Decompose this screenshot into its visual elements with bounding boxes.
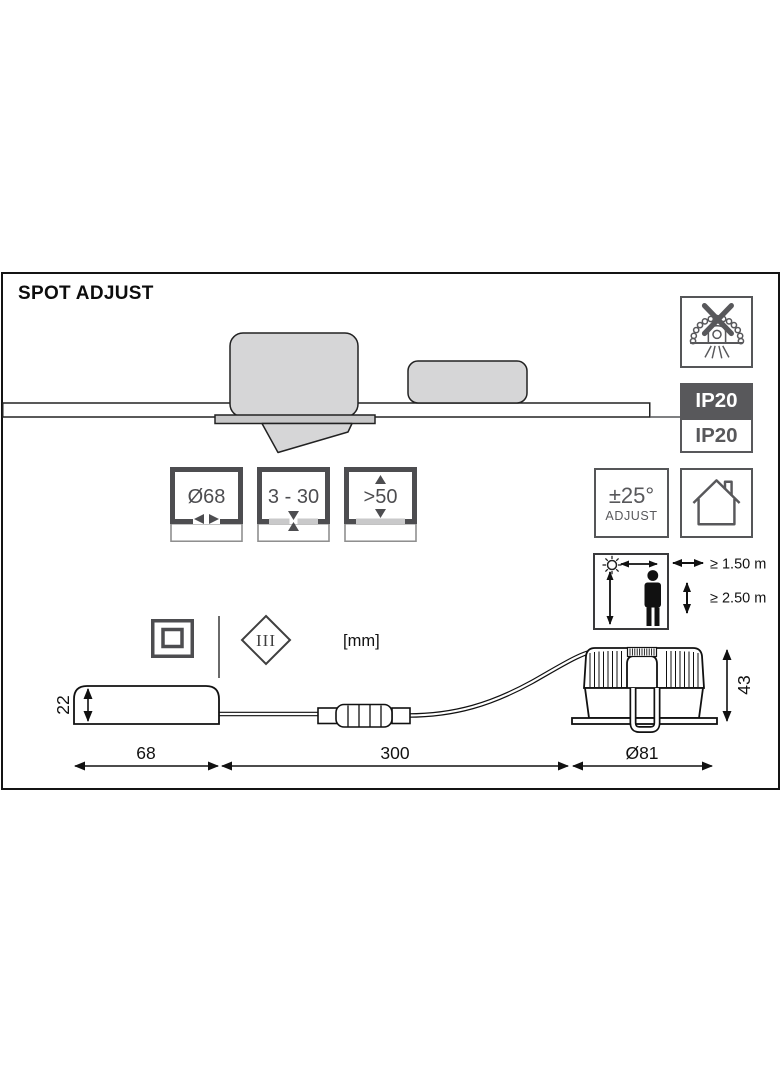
arrow-down-icon [288, 511, 299, 520]
recess-height-label: 43 [734, 675, 754, 694]
arrow-left-icon [194, 514, 204, 524]
ip-rating-bottom: IP20 [695, 423, 738, 447]
cable-length-label: 300 [380, 743, 409, 763]
trim-flange [571, 717, 718, 725]
ceiling-installation-drawing [2, 332, 680, 454]
indoor-use-box [680, 468, 753, 538]
sun-icon [602, 555, 622, 575]
arrow-up-icon [288, 522, 299, 531]
spot-diameter-label: Ø81 [625, 743, 658, 763]
recess-depth-label: >50 [364, 486, 398, 508]
driver-box-outline [73, 685, 220, 725]
ceiling-thickness-box: 3 - 30 [257, 467, 330, 542]
class3-label: III [256, 631, 276, 650]
sensor-distance-annotations: ≥ 1.50 m ≥ 2.50 m [672, 557, 766, 614]
driver-on-ceiling [407, 360, 528, 404]
spot-luminaire [571, 646, 718, 733]
arrow-down-icon [375, 509, 386, 518]
no-insulation-cover-icon [689, 303, 745, 359]
trim-flange [214, 414, 376, 425]
cross-x [701, 303, 734, 337]
tilt-adjust-caption: ADJUST [605, 508, 658, 523]
cable-connector [317, 703, 411, 728]
cutout-diameter-label: Ø68 [188, 486, 226, 508]
bulb [712, 329, 722, 340]
cutout-diameter-box: Ø68 [170, 467, 243, 542]
ip-rating-badge-dark: IP20 [680, 383, 753, 418]
class3-voltage-icon: III [240, 614, 292, 666]
sensor-placement-icon [602, 555, 661, 626]
icon-divider [218, 616, 220, 678]
lower-body [583, 687, 705, 719]
recessed-luminaire-body [229, 332, 359, 418]
recess-depth-box: >50 [344, 467, 417, 542]
ip-rating-top: IP20 [695, 388, 738, 412]
center-ribs [629, 648, 655, 656]
house-icon [692, 479, 741, 526]
center-channel [626, 655, 658, 688]
class2-insulation-icon [151, 619, 194, 658]
page-title: SPOT ADJUST [18, 283, 154, 304]
driver-height-label: 22 [53, 695, 73, 714]
no-insulation-cover-box [680, 296, 753, 368]
cable [219, 648, 598, 718]
tilted-spot-head [261, 422, 353, 454]
arrow-up-icon [375, 475, 386, 484]
tilt-angle-value: ±25° [608, 482, 655, 508]
tilt-adjust-box: ±25° ADJUST [594, 468, 669, 538]
arrow-right-icon [209, 514, 219, 524]
min-mount-height-label: ≥ 2.50 m [710, 591, 766, 607]
driver-length-label: 68 [136, 743, 155, 763]
sensor-placement-box [593, 553, 669, 630]
spring-clip-inner [631, 688, 659, 732]
ceiling-thickness-label: 3 - 30 [268, 486, 319, 508]
min-side-distance-label: ≥ 1.50 m [710, 557, 766, 573]
person-icon [644, 570, 661, 626]
product-dimension-drawing: 22 43 68 300 Ø81 [53, 646, 754, 771]
light-rays [704, 345, 730, 359]
ip-rating-badge-light: IP20 [680, 418, 753, 453]
heatsink-fins [589, 651, 699, 687]
unit-note: [mm] [343, 632, 380, 650]
